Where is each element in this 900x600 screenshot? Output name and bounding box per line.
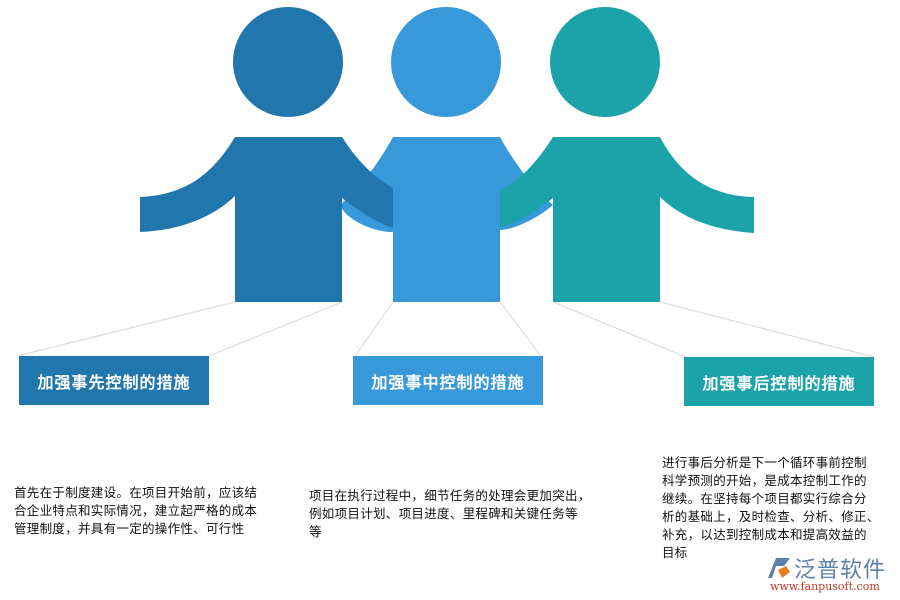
figure-left [140, 7, 393, 302]
watermark-url: www.fanpusoft.com [770, 580, 880, 593]
stage-title-pre-control: 加强事先控制的措施 [19, 356, 209, 405]
figure-middle [340, 7, 553, 302]
description-line: 首先在于制度建设。在项目开始前，应该结 [14, 485, 258, 500]
description-line: 析的基础上，及时检查、分析、修正、 [662, 509, 880, 524]
description-line: 继续。在坚持每个项目都实行综合分 [662, 491, 867, 506]
watermark-name: 泛普软件 [794, 558, 887, 583]
stage-description-pre-control: 首先在于制度建设。在项目开始前，应该结 合企业特点和实际情况，建立起严格的成本 … [14, 484, 294, 538]
watermark-logo: 泛普软件 www.fanpusoft.com [762, 552, 897, 598]
figure-right [500, 7, 754, 302]
stage-title-text: 加强事先控制的措施 [37, 372, 191, 392]
description-line: 合企业特点和实际情况，建立起严格的成本 [14, 503, 258, 518]
stage-description-in-process-control: 项目在执行过程中，细节任务的处理会更加突出， 例如项目计划、项目进度、里程碑和关… [309, 487, 629, 541]
description-line: 等 [309, 524, 322, 539]
connector-lines [16, 301, 875, 358]
description-line: 科学预测的开始，是成本控制工作的 [662, 473, 867, 488]
stage-title-post-control: 加强事后控制的措施 [684, 357, 874, 406]
description-line: 目标 [662, 545, 688, 560]
stage-description-post-control: 进行事后分析是下一个循环事前控制 科学预测的开始，是成本控制工作的 继续。在坚持… [662, 454, 897, 562]
logo-mark-icon [768, 558, 790, 578]
description-line: 补充，以达到控制成本和提高效益的 [662, 527, 867, 542]
description-line: 例如项目计划、项目进度、里程碑和关键任务等 [309, 506, 578, 521]
description-line: 进行事后分析是下一个循环事前控制 [662, 455, 867, 470]
description-line: 项目在执行过程中，细节任务的处理会更加突出， [309, 488, 591, 503]
stage-title-text: 加强事中控制的措施 [371, 372, 525, 392]
stage-title-in-process-control: 加强事中控制的措施 [353, 356, 543, 405]
stage-title-text: 加强事后控制的措施 [702, 373, 856, 393]
description-line: 管理制度，并具有一定的操作性、可行性 [14, 521, 245, 536]
